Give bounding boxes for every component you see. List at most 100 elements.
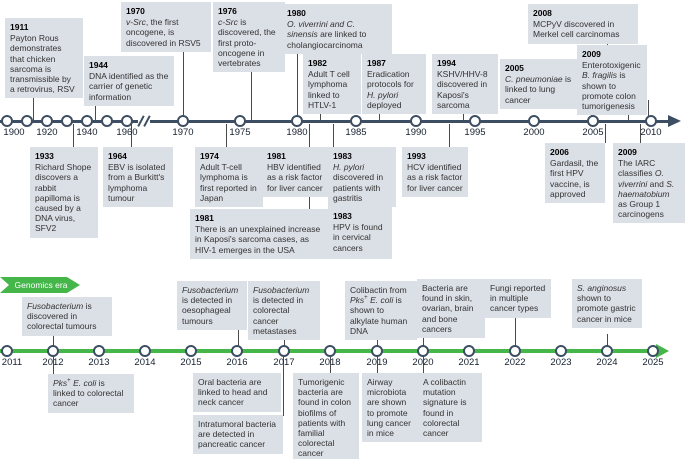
year-marker xyxy=(324,345,336,357)
event-1970-vsrc-oncogene: 1970 v-Src, the first oncogene, is disco… xyxy=(121,2,211,52)
connector-line xyxy=(648,100,649,120)
connector-line xyxy=(377,332,378,349)
event-year: 1982 xyxy=(308,58,327,68)
event-text: Fungi reported in multiple cancer types xyxy=(490,283,546,314)
axis-year-label: 1970 xyxy=(172,127,194,138)
event-text: Oral bacteria are linked to head and nec… xyxy=(198,377,268,408)
event-year: 1981 xyxy=(195,213,214,223)
event-2009-iarc-group1: 2009 The IARC classifies O. viverrini an… xyxy=(613,143,685,224)
event-year: 1933 xyxy=(35,151,54,161)
year-marker xyxy=(41,115,53,127)
year-marker xyxy=(601,345,613,357)
year-marker xyxy=(177,115,189,127)
event-1983-hpv-cervical: 1983 HPV is found in cervical cancers xyxy=(328,207,392,257)
event-1983-hpylori-gastritis: 1983 H. pylori discovered in patients wi… xyxy=(328,147,396,207)
event-year: 1981 xyxy=(267,151,286,161)
year-marker xyxy=(61,115,73,127)
connector-line xyxy=(131,124,132,154)
event-2006-gardasil-vaccine: 2006 Gardasil, the first HPV vaccine, is… xyxy=(545,143,605,203)
event-1980-viverrini-cholangiocarcinoma: 1980 O. viverrini and C. sinensis are li… xyxy=(282,4,392,54)
event-year: 1993 xyxy=(407,151,426,161)
year-marker xyxy=(234,115,246,127)
connector-line xyxy=(283,355,284,416)
event-year: 2006 xyxy=(550,147,569,157)
year-marker xyxy=(587,115,599,127)
connector-line xyxy=(226,124,227,154)
year-marker xyxy=(93,345,105,357)
historical-timeline-line xyxy=(0,120,670,123)
axis-year-label: 1940 xyxy=(76,127,98,138)
event-year: 1944 xyxy=(89,60,108,70)
axis-year-label: 2017 xyxy=(273,357,295,368)
year-marker xyxy=(47,345,59,357)
year-marker xyxy=(647,345,659,357)
event-2020-bacteria-multiple-cancers: Bacteria are found in skin, ovarian, bra… xyxy=(417,279,485,338)
connector-line xyxy=(607,334,608,349)
event-text: HPV is found in cervical cancers xyxy=(333,222,383,253)
connector-line xyxy=(333,124,334,154)
year-marker xyxy=(185,345,197,357)
event-text: DNA identified as the carrier of genetic… xyxy=(89,71,169,102)
axis-year-label: 2021 xyxy=(458,357,480,368)
connector-line xyxy=(449,124,450,154)
event-2017-fusobacterium-metastases: Fusobacterium is detected in colorectal … xyxy=(248,281,320,340)
event-2016-fusobacterium-oesophageal: Fusobacterium is detected in oesophageal… xyxy=(177,281,247,330)
event-year: 1911 xyxy=(10,22,29,32)
event-text: Adult T cell lymphoma linked to HTLV-1 xyxy=(308,69,350,110)
year-marker xyxy=(101,115,113,127)
axis-year-label: 2005 xyxy=(582,127,604,138)
connector-line xyxy=(183,30,184,120)
year-marker xyxy=(291,115,303,127)
year-marker xyxy=(469,115,481,127)
year-marker xyxy=(81,115,93,127)
event-text: Eradication protocols for H. pylori depl… xyxy=(367,69,414,110)
event-text: Payton Rous demonstrates that chicken sa… xyxy=(10,33,75,95)
connector-line xyxy=(330,355,331,374)
year-marker xyxy=(463,345,475,357)
axis-year-label: 2013 xyxy=(88,357,110,368)
axis-year-label: 1980 xyxy=(286,127,308,138)
year-marker xyxy=(1,115,13,127)
event-text: Richard Shope discovers a rabbit papillo… xyxy=(35,162,92,234)
event-text: Intratumoral bacteria are detected in pa… xyxy=(198,419,276,450)
connector-line xyxy=(423,334,424,349)
event-text: Bacteria are found in skin, ovarian, bra… xyxy=(422,283,474,334)
event-year: 1987 xyxy=(367,58,386,68)
axis-year-label: 1960 xyxy=(116,127,138,138)
event-year: 1974 xyxy=(200,151,219,161)
event-2024-anginosus-gastric: S. anginosus shown to promote gastric ca… xyxy=(572,279,642,328)
connector-line xyxy=(377,355,378,374)
event-2018-tumorigenic-biofilms: Tumorigenic bacteria are found in colon … xyxy=(293,373,359,459)
year-marker xyxy=(417,345,429,357)
event-2009-bfragilis-colon: 2009 Enterotoxigenic B. fragilis is show… xyxy=(577,45,647,116)
event-year: 1964 xyxy=(108,151,127,161)
year-marker xyxy=(645,115,657,127)
event-text: HBV identified as a risk factor for live… xyxy=(267,162,323,193)
axis-year-label: 1920 xyxy=(36,127,58,138)
event-1982-htlv1-lymphoma: 1982 Adult T cell lymphoma linked to HTL… xyxy=(303,54,361,114)
connector-line xyxy=(284,332,285,349)
event-2012-pks-ecoli-colorectal: Pks+ E. coli is linked to colorectal can… xyxy=(48,374,134,413)
axis-year-label: 1990 xyxy=(405,127,427,138)
year-marker xyxy=(121,115,133,127)
event-1987-hpylori-eradication: 1987 Eradication protocols for H. pylori… xyxy=(362,54,426,114)
connector-line xyxy=(53,355,54,375)
axis-year-label: 2011 xyxy=(1,357,23,368)
year-marker xyxy=(528,115,540,127)
event-year: 2008 xyxy=(533,8,552,18)
year-marker xyxy=(350,115,362,127)
event-text: c-Src is discovered, the first proto-onc… xyxy=(218,17,276,68)
event-2017-intratumoral-pancreatic: Intratumoral bacteria are detected in pa… xyxy=(193,415,283,454)
year-marker xyxy=(555,345,567,357)
axis-year-label: 2020 xyxy=(412,357,434,368)
event-text: HCV identified as a risk factor for live… xyxy=(407,162,463,193)
event-year: 1983 xyxy=(333,151,352,161)
event-1976-csrc-proto-oncogene: 1976 c-Src is discovered, the first prot… xyxy=(213,2,285,73)
genomics-arrow-icon xyxy=(656,344,669,358)
year-marker xyxy=(278,345,290,357)
year-marker xyxy=(410,115,422,127)
event-text: v-Src, the first oncogene, is discovered… xyxy=(126,17,201,48)
year-marker xyxy=(231,345,243,357)
connector-line xyxy=(238,328,239,349)
event-1994-kshv-kaposi: 1994 KSHV/HHV-8 discovered in Kaposi's s… xyxy=(432,54,498,114)
